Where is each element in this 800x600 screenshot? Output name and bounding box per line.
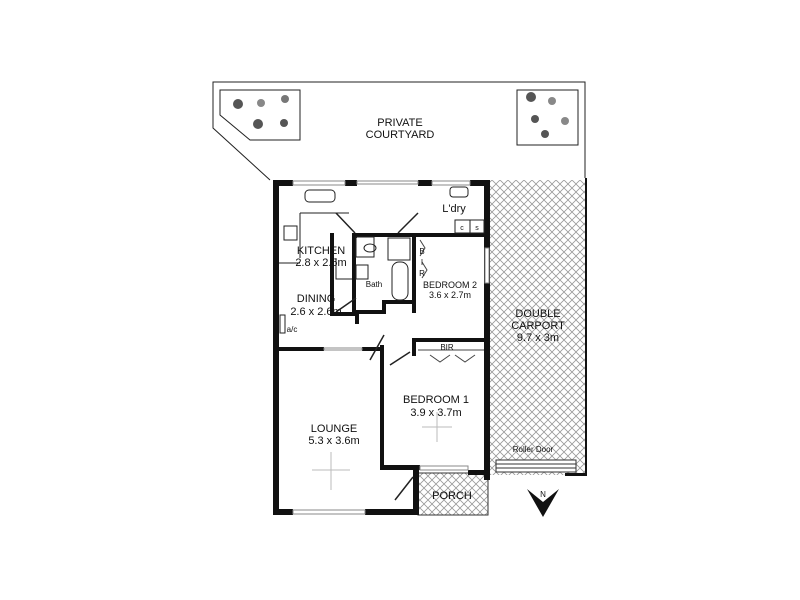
walls	[273, 180, 490, 515]
north-arrow-icon: N	[527, 489, 559, 517]
carport-size: 9.7 x 3m	[517, 332, 559, 344]
cooktop-icon	[283, 225, 298, 241]
ac-unit-icon	[279, 314, 286, 334]
roller-door	[495, 459, 577, 473]
plant-icon	[233, 92, 569, 138]
courtyard-label: PRIVATE	[377, 117, 422, 129]
kitchen-size: 2.8 x 2.6m	[295, 257, 346, 269]
lounge-label: LOUNGE	[311, 423, 357, 435]
laundry-tub-icon	[449, 186, 469, 198]
bedroom1-size: 3.9 x 3.7m	[410, 407, 461, 419]
bath-label: Bath	[366, 280, 382, 289]
ac-label: a/c	[287, 325, 298, 334]
dining-label: DINING	[297, 293, 336, 305]
bir-letter-i: I	[421, 258, 423, 267]
basin-icon	[355, 264, 369, 280]
bir-letter-r: R	[419, 269, 425, 278]
courtyard: PRIVATE COURTYARD	[212, 81, 586, 181]
north-label: N	[540, 490, 546, 499]
wardrobe-doors	[418, 349, 484, 363]
shower-icon	[387, 237, 411, 261]
kitchen-label: KITCHEN	[297, 245, 345, 257]
bir-letter-b: B	[419, 247, 424, 256]
laundry-c: c	[460, 225, 464, 232]
courtyard-label-2: COURTYARD	[366, 129, 435, 141]
laundry-label: L'dry	[442, 203, 466, 215]
windows	[292, 180, 490, 515]
bedroom1-label: BEDROOM 1	[403, 394, 469, 406]
fixtures	[279, 186, 485, 501]
porch: PORCH	[417, 472, 489, 516]
bedroom2-label: BEDROOM 2	[423, 280, 477, 290]
roller-door-label: Roller Door	[513, 445, 554, 454]
porch-label: PORCH	[432, 490, 472, 502]
bedroom2-size: 3.6 x 2.7m	[429, 290, 471, 300]
carport: DOUBLE CARPORT 9.7 x 3m Roller Door	[490, 178, 587, 476]
carport-label: DOUBLE	[515, 308, 560, 320]
lounge-size: 5.3 x 3.6m	[308, 435, 359, 447]
ceiling-fan-icon	[312, 412, 452, 490]
door-swings	[335, 212, 419, 501]
kitchen-sink-icon	[304, 189, 336, 203]
carport-label-2: CARPORT	[511, 320, 565, 332]
laundry-s: s	[475, 225, 479, 232]
bathtub-icon	[391, 261, 409, 301]
dining-size: 2.6 x 2.6m	[290, 306, 341, 318]
bir-label: BIR	[440, 343, 454, 352]
shower-icon	[355, 236, 375, 258]
toilet-icon	[363, 243, 377, 253]
